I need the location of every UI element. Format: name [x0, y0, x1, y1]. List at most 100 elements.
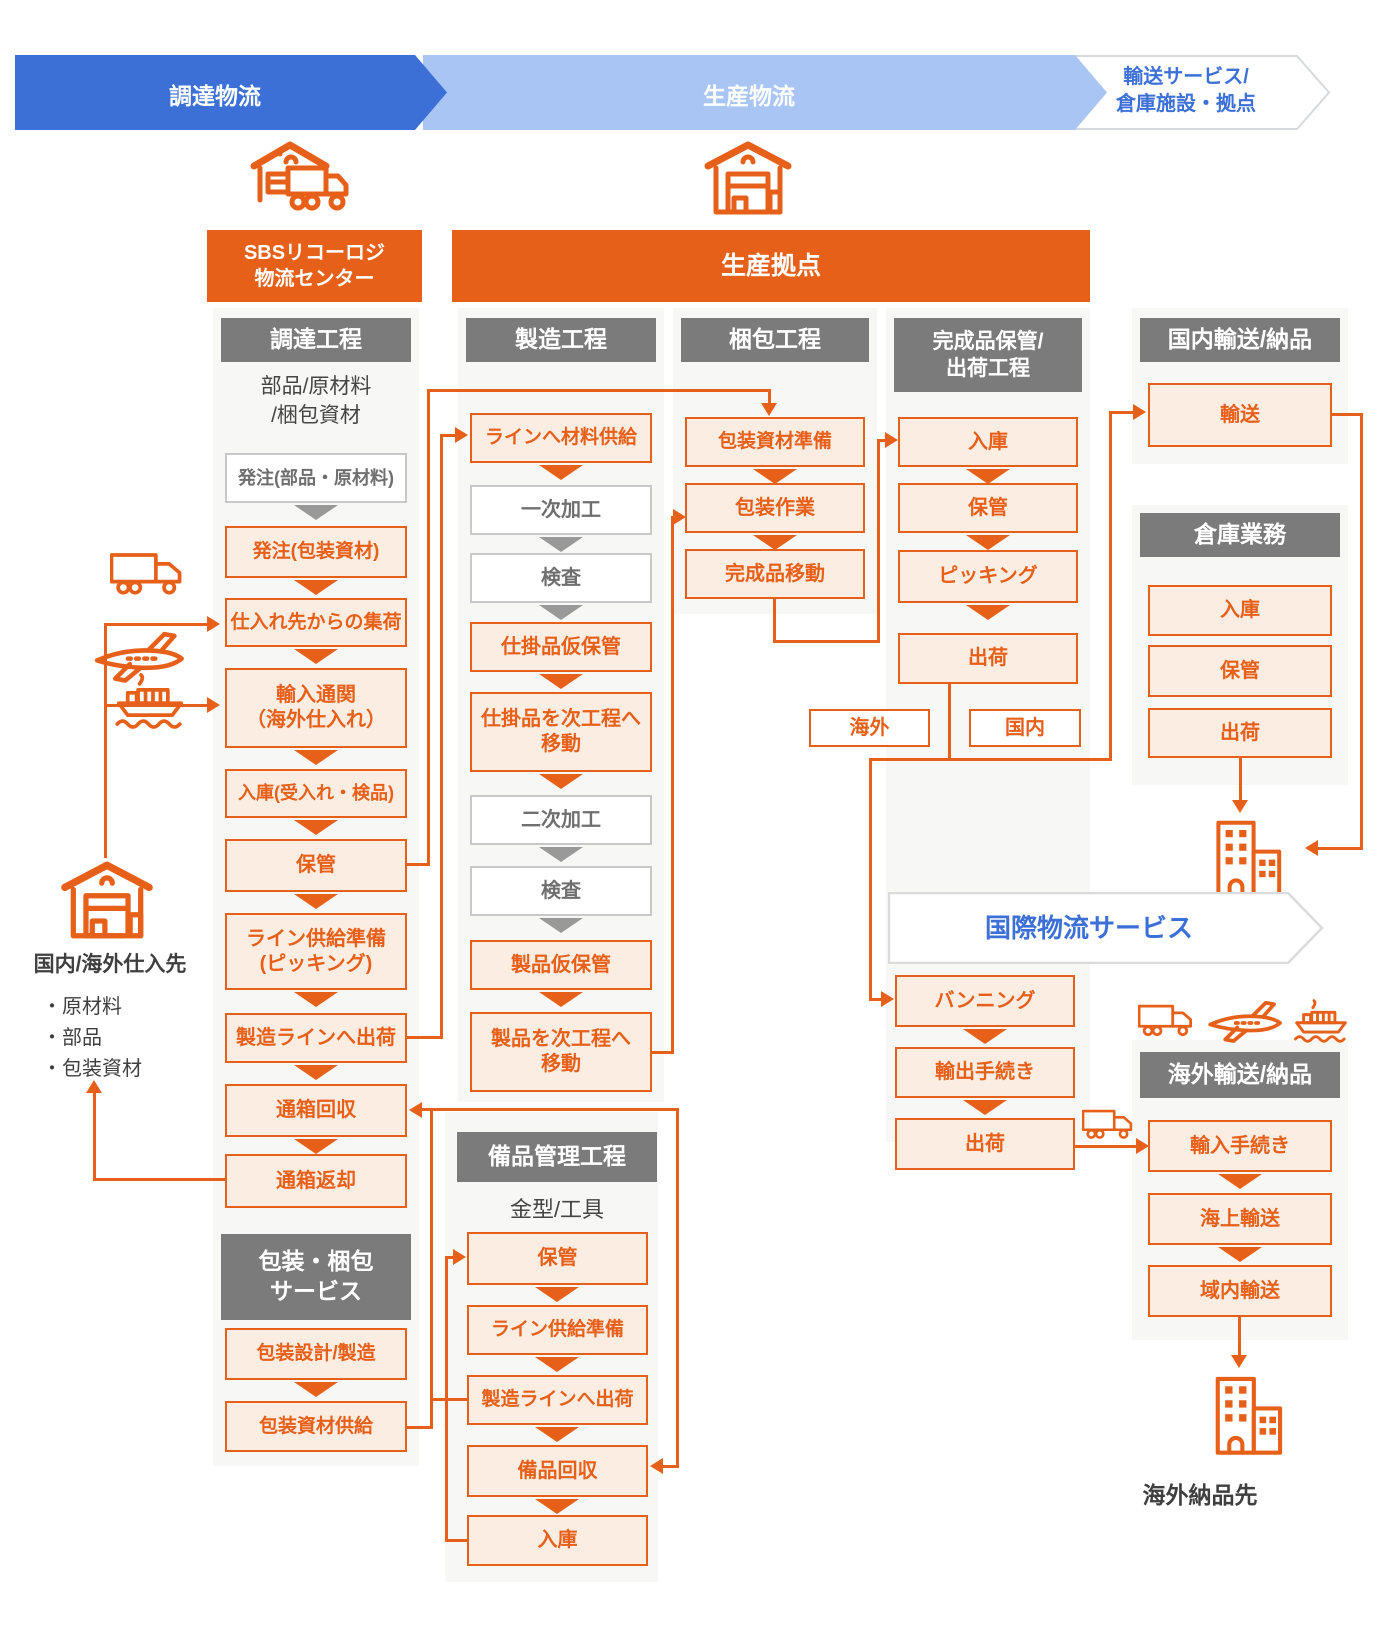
connector — [663, 1465, 677, 1468]
buildings-icon — [1216, 820, 1282, 897]
connector — [676, 1108, 679, 1468]
arrowhead — [207, 697, 220, 713]
airplane-icon — [1208, 1000, 1282, 1043]
step-wh-ship: 出荷 — [1148, 708, 1332, 758]
flow-arrow — [539, 465, 583, 480]
step-transport: 輸送 — [1148, 383, 1332, 447]
flow-arrow — [539, 992, 583, 1007]
equipment-process-header: 備品管理工程 — [457, 1132, 657, 1182]
arrowhead — [650, 1458, 663, 1474]
connector — [104, 623, 208, 626]
step-regional-transport: 域内輸送 — [1148, 1265, 1332, 1317]
connector — [1109, 411, 1112, 761]
connector — [869, 758, 872, 1000]
step-sea-transport: 海上輸送 — [1148, 1193, 1332, 1245]
truck-icon-left — [110, 553, 182, 595]
step-pack-work: 包装作業 — [685, 483, 865, 533]
connector — [407, 863, 430, 866]
flow-arrow — [1218, 1174, 1262, 1189]
flow-arrow — [294, 649, 338, 664]
step-supplier-pickup: 仕入れ先からの集荷 — [225, 598, 407, 647]
flow-arrow — [966, 605, 1010, 620]
step-equip-collect: 備品回収 — [467, 1445, 648, 1497]
flow-arrow — [535, 1499, 579, 1514]
step-packaging-supply: 包装資材供給 — [225, 1401, 407, 1452]
arrowhead — [1133, 404, 1146, 420]
step-returnable-box-return: 通箱返却 — [225, 1154, 407, 1208]
airplane-icon-left — [94, 631, 184, 683]
flow-arrow — [539, 605, 583, 620]
stage-label-production: 生産物流 — [703, 83, 795, 109]
finished-goods-header: 完成品保管/ 出荷工程 — [894, 318, 1082, 392]
step-equip-line-prep: ライン供給準備 — [467, 1305, 648, 1355]
flow-arrow — [539, 918, 583, 933]
step-fg-stock: 入庫 — [898, 417, 1078, 467]
step-order-packaging: 発注(包装資材) — [225, 526, 407, 578]
connector — [440, 435, 443, 1039]
connector — [1332, 413, 1363, 416]
step-intl-ship: 出荷 — [895, 1118, 1075, 1170]
arrowhead — [207, 616, 220, 632]
supplier-title: 国内/海外仕入先 — [33, 953, 187, 976]
packaging-service-header: 包装・梱包 サービス — [221, 1234, 411, 1320]
connector — [1075, 1145, 1140, 1148]
connector — [877, 439, 887, 442]
step-export-procedure: 輸出手続き — [895, 1047, 1075, 1098]
connector — [430, 1398, 467, 1401]
flow-arrow — [294, 992, 338, 1007]
production-site-header: 生産拠点 — [452, 230, 1090, 302]
step-equip-ship-to-line: 製造ラインへ出荷 — [467, 1375, 648, 1425]
flow-arrow — [539, 847, 583, 862]
step-line-supply-prep: ライン供給準備 (ピッキング) — [225, 913, 407, 990]
connector — [773, 599, 776, 643]
step-import-customs: 輸入通関 （海外仕入れ） — [225, 668, 407, 748]
connector — [407, 1426, 433, 1429]
flow-arrow — [539, 774, 583, 789]
step-finished-move: 完成品移動 — [685, 549, 865, 599]
step-wh-storage: 保管 — [1148, 645, 1332, 697]
flow-arrow — [963, 1100, 1007, 1115]
connector — [430, 1108, 433, 1429]
flow-arrow — [294, 1382, 338, 1397]
step-pack-material-prep: 包装資材準備 — [685, 417, 865, 467]
packing-process-header: 梱包工程 — [681, 318, 869, 362]
step-receiving-inspection: 入庫(受入れ・検品) — [225, 769, 407, 818]
arrowhead — [673, 509, 686, 525]
arrowhead — [761, 403, 777, 416]
connector — [1239, 758, 1242, 802]
step-secondary-processing: 二次加工 — [470, 795, 652, 845]
connector — [768, 389, 771, 404]
arrowhead — [453, 1249, 466, 1265]
procurement-process-header: 調達工程 — [221, 318, 411, 362]
flow-arrow — [1218, 1247, 1262, 1262]
connector — [93, 1092, 96, 1181]
step-storage: 保管 — [225, 839, 407, 892]
flow-arrow — [535, 1357, 579, 1372]
overseas-transport-header: 海外輸送/納品 — [1140, 1052, 1340, 1098]
connector — [104, 704, 208, 707]
connector — [869, 998, 883, 1001]
step-order-parts: 発注(部品・原材料) — [225, 453, 407, 503]
connector — [104, 623, 107, 858]
manufacturing-process-header: 製造工程 — [466, 318, 656, 362]
connector — [877, 440, 880, 643]
step-packaging-design: 包装設計/製造 — [225, 1328, 407, 1380]
connector — [420, 1108, 679, 1111]
arrowhead — [455, 427, 468, 443]
flow-arrow — [753, 535, 797, 550]
step-line-material-supply: ラインへ材料供給 — [470, 413, 652, 463]
connector — [869, 758, 1112, 761]
flow-arrow — [966, 469, 1010, 484]
branch-overseas: 海外 — [809, 709, 930, 747]
flow-arrow — [294, 1065, 338, 1080]
step-fg-ship: 出荷 — [898, 633, 1078, 684]
step-equip-stock: 入庫 — [467, 1515, 648, 1566]
branch-domestic: 国内 — [969, 709, 1081, 747]
domestic-transport-header: 国内輸送/納品 — [1140, 318, 1340, 362]
ship-icon-left — [115, 673, 184, 729]
flow-arrow — [535, 1427, 579, 1442]
connector — [1360, 413, 1363, 850]
connector — [445, 1256, 448, 1542]
step-equip-storage: 保管 — [467, 1232, 648, 1285]
